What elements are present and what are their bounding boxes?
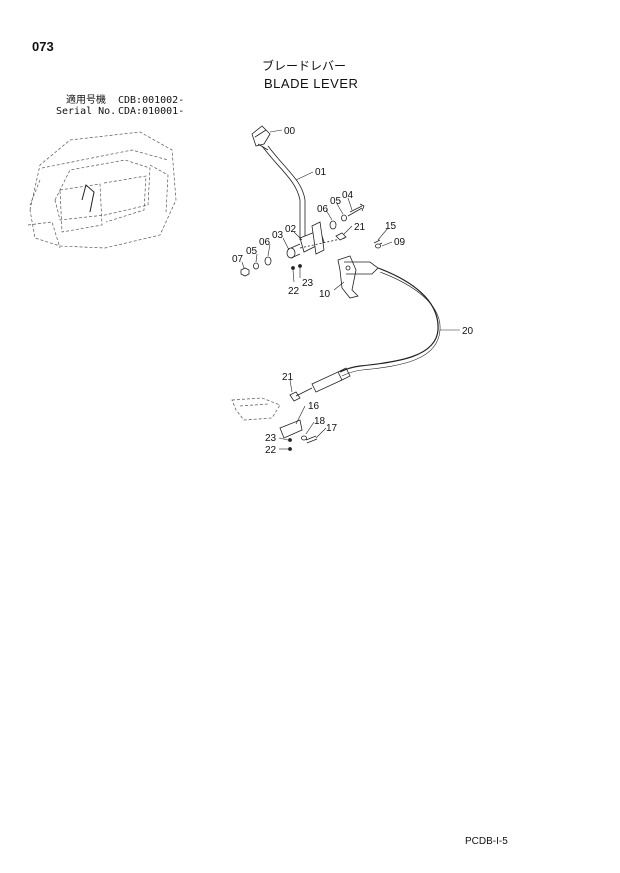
callout-21-upper: 21 <box>354 222 366 233</box>
callout-06-right: 06 <box>317 204 329 215</box>
callout-00: 00 <box>284 126 296 137</box>
title-english: BLADE LEVER <box>264 76 359 91</box>
part-21-clevis-upper <box>335 232 347 241</box>
applicability-jp-label: 適用号機 <box>66 95 106 106</box>
part-22-clip-upper <box>291 266 295 270</box>
callout-10: 10 <box>319 289 331 300</box>
part-23-pin-upper <box>298 264 302 268</box>
serial-number-value: CDA:010001- <box>118 106 185 117</box>
part-20-cable <box>339 267 439 373</box>
part-05-washer-left <box>253 262 259 270</box>
part-17-bolt <box>305 435 318 444</box>
callout-23-lower: 23 <box>265 433 277 444</box>
part-07-nut <box>240 267 250 277</box>
cable-lower-end <box>311 367 351 393</box>
callout-16: 16 <box>308 401 320 412</box>
leader-lines <box>241 129 460 450</box>
footer-code: PCDB-I-5 <box>465 836 508 847</box>
callout-22-lower: 22 <box>265 445 277 456</box>
applicability-jp-value: CDB:001002- <box>118 95 185 106</box>
machine-cab-sketch <box>27 131 177 249</box>
callout-05-left: 05 <box>246 246 258 257</box>
callout-04: 04 <box>342 190 354 201</box>
callout-numbers: 00 01 02 03 06 05 07 04 05 06 21 15 09 2… <box>232 126 474 456</box>
part-03-bushing <box>286 243 301 259</box>
part-22-clip-lower <box>288 447 292 451</box>
title-japanese: ブレードレバー <box>262 59 347 73</box>
callout-20: 20 <box>462 326 474 337</box>
part-20-cable-outer <box>341 271 441 377</box>
part-10-lever-arm <box>337 255 379 299</box>
part-06-washer-left <box>264 256 272 266</box>
part-02-bracket <box>299 221 325 255</box>
page-number: 073 <box>32 39 54 54</box>
callout-06-left: 06 <box>259 237 271 248</box>
part-21-clevis-lower <box>289 391 301 402</box>
part-23-pin-lower <box>288 438 292 442</box>
callout-18: 18 <box>314 416 326 427</box>
part-06-washer-right <box>329 220 337 230</box>
callout-21-lower: 21 <box>282 372 294 383</box>
part-04-bolt <box>347 203 365 217</box>
callout-15: 15 <box>385 221 397 232</box>
callout-22-upper: 22 <box>288 286 300 297</box>
lower-mount-sketch <box>231 397 281 421</box>
lower-rod <box>295 387 313 397</box>
callout-09: 09 <box>394 237 406 248</box>
callout-17: 17 <box>326 423 338 434</box>
part-09-clip <box>375 243 381 249</box>
callout-03: 03 <box>272 230 284 241</box>
callout-01: 01 <box>315 167 327 178</box>
callout-23-upper: 23 <box>302 278 314 289</box>
part-05-washer-right <box>341 214 347 222</box>
part-16-bracket <box>279 419 303 439</box>
part-18-washer <box>301 435 307 441</box>
part-01-lever-rod <box>261 145 306 240</box>
callout-05-right: 05 <box>330 196 342 207</box>
cab-lever-indicator <box>81 184 95 213</box>
serial-number-label: Serial No. <box>56 106 117 117</box>
part-00-lever-grip <box>251 125 271 151</box>
callout-02: 02 <box>285 224 297 235</box>
callout-07: 07 <box>232 254 244 265</box>
